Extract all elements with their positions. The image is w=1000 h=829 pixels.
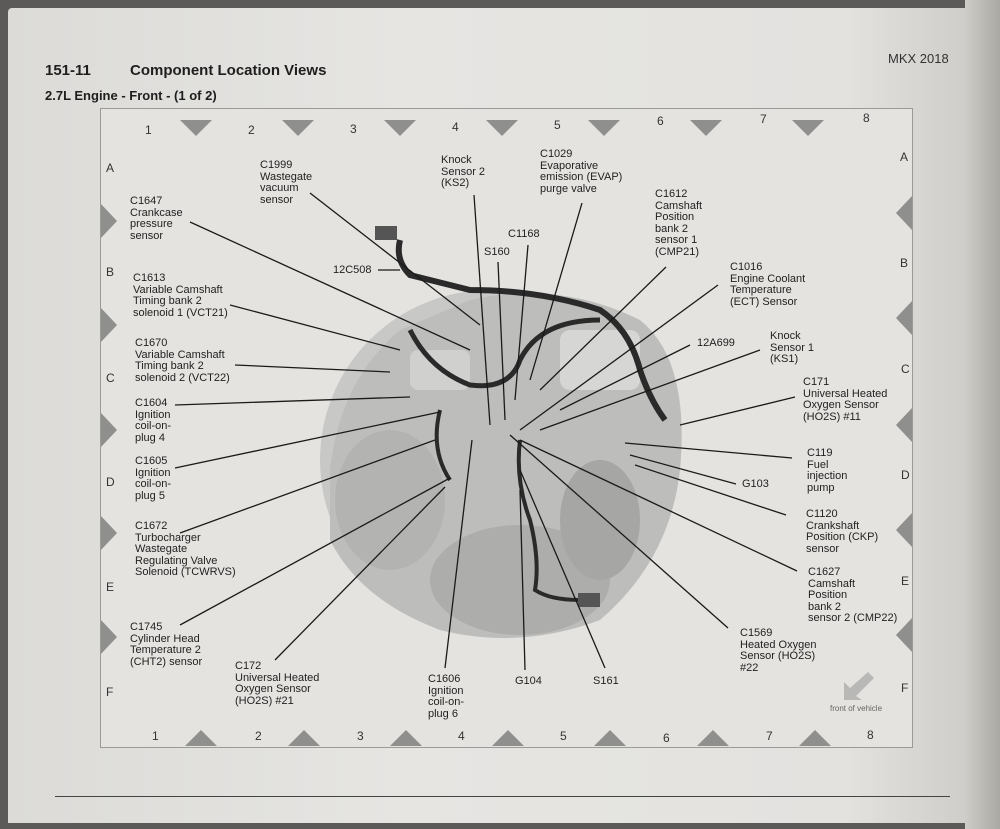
row-label-left: A (106, 161, 115, 175)
callout-c1016: C1016 Engine Coolant Temperature (ECT) S… (730, 261, 806, 308)
callout-c1612: C1612 Camshaft Position bank 2 sensor 1 … (655, 188, 703, 258)
callout-c172: C172 Universal Heated Oxygen Sensor (HO2… (235, 660, 320, 707)
grid-markers (101, 120, 912, 746)
column-label-bottom: 8 (867, 728, 874, 742)
column-label-bottom: 2 (255, 729, 262, 743)
column-label-top: 8 (863, 111, 870, 125)
row-label-right: D (901, 468, 910, 482)
column-label-bottom: 5 (560, 729, 567, 743)
column-label-bottom: 6 (663, 731, 670, 745)
callout-c1029: C1029 Evaporative emission (EVAP) purge … (540, 148, 623, 195)
row-label-left: F (106, 685, 114, 699)
callout-c1999: C1999 Wastegate vacuum sensor (260, 159, 313, 206)
callout-c1627: C1627 Camshaft Position bank 2 sensor 2 … (808, 566, 898, 624)
book-spine (965, 0, 1000, 829)
callout-c1604: C1604 Ignition coil-on- plug 4 (135, 397, 172, 444)
callout-knock-sensor-1: Knock Sensor 1 (KS1) (770, 330, 815, 365)
column-label-top: 5 (554, 118, 561, 132)
callout-c1168: C1168 (508, 228, 540, 240)
front-of-vehicle-arrow-icon (844, 672, 874, 700)
callout-c1745: C1745 Cylinder Head Temperature 2 (CHT2)… (130, 621, 203, 668)
column-label-top: 3 (350, 122, 357, 136)
leader-lines (174, 192, 798, 671)
engine-illustration (320, 226, 682, 638)
row-label-right: E (901, 574, 910, 588)
page-title: Component Location Views (130, 62, 327, 79)
column-label-top: 7 (760, 112, 767, 126)
column-label-top: 1 (145, 123, 152, 137)
front-of-vehicle-label: front of vehicle (830, 704, 883, 713)
callout-c1613: C1613 Variable Camshaft Timing bank 2 so… (133, 272, 228, 319)
callout-c1606: C1606 Ignition coil-on- plug 6 (428, 673, 465, 720)
callout-g103: G103 (742, 478, 769, 490)
callout-c1647: C1647 Crankcase pressure sensor (130, 195, 183, 242)
section-number: 151-11 (45, 62, 91, 79)
callout-c1605: C1605 Ignition coil-on- plug 5 (135, 455, 172, 502)
callout-c119: C119 Fuel injection pump (807, 447, 848, 494)
row-label-left: C (106, 371, 115, 385)
page-subtitle: 2.7L Engine - Front - (1 of 2) (45, 88, 217, 103)
callout-c1670: C1670 Variable Camshaft Timing bank 2 so… (135, 337, 230, 384)
row-label-right: C (901, 362, 910, 376)
callout-s160: S160 (484, 246, 510, 258)
callout-c1672: C1672 Turbocharger Wastegate Regulating … (135, 520, 236, 578)
callout-12a699: 12A699 (697, 337, 735, 349)
vehicle-model: MKX 2018 (888, 51, 949, 66)
column-label-bottom: 4 (458, 729, 465, 743)
callout-c1569: C1569 Heated Oxygen Sensor (HO2S) #22 (740, 627, 817, 674)
row-label-left: D (106, 475, 115, 489)
callout-12c508: 12C508 (333, 264, 372, 276)
callout-g104: G104 (515, 675, 542, 687)
column-label-bottom: 1 (152, 729, 159, 743)
callout-c171: C171 Universal Heated Oxygen Sensor (HO2… (803, 376, 888, 423)
column-label-top: 6 (657, 114, 664, 128)
callout-c1120: C1120 Crankshaft Position (CKP) sensor (806, 508, 879, 555)
row-label-left: E (106, 580, 115, 594)
column-label-top: 2 (248, 123, 255, 137)
row-label-right: A (900, 150, 909, 164)
column-label-bottom: 3 (357, 729, 364, 743)
callout-knock-sensor-2: Knock Sensor 2 (KS2) (441, 154, 486, 189)
column-label-top: 4 (452, 120, 459, 134)
column-label-bottom: 7 (766, 729, 773, 743)
row-label-right: F (901, 681, 909, 695)
callout-s161: S161 (593, 675, 619, 687)
row-label-right: B (900, 256, 909, 270)
row-label-left: B (106, 265, 115, 279)
footer-rule (55, 796, 950, 797)
